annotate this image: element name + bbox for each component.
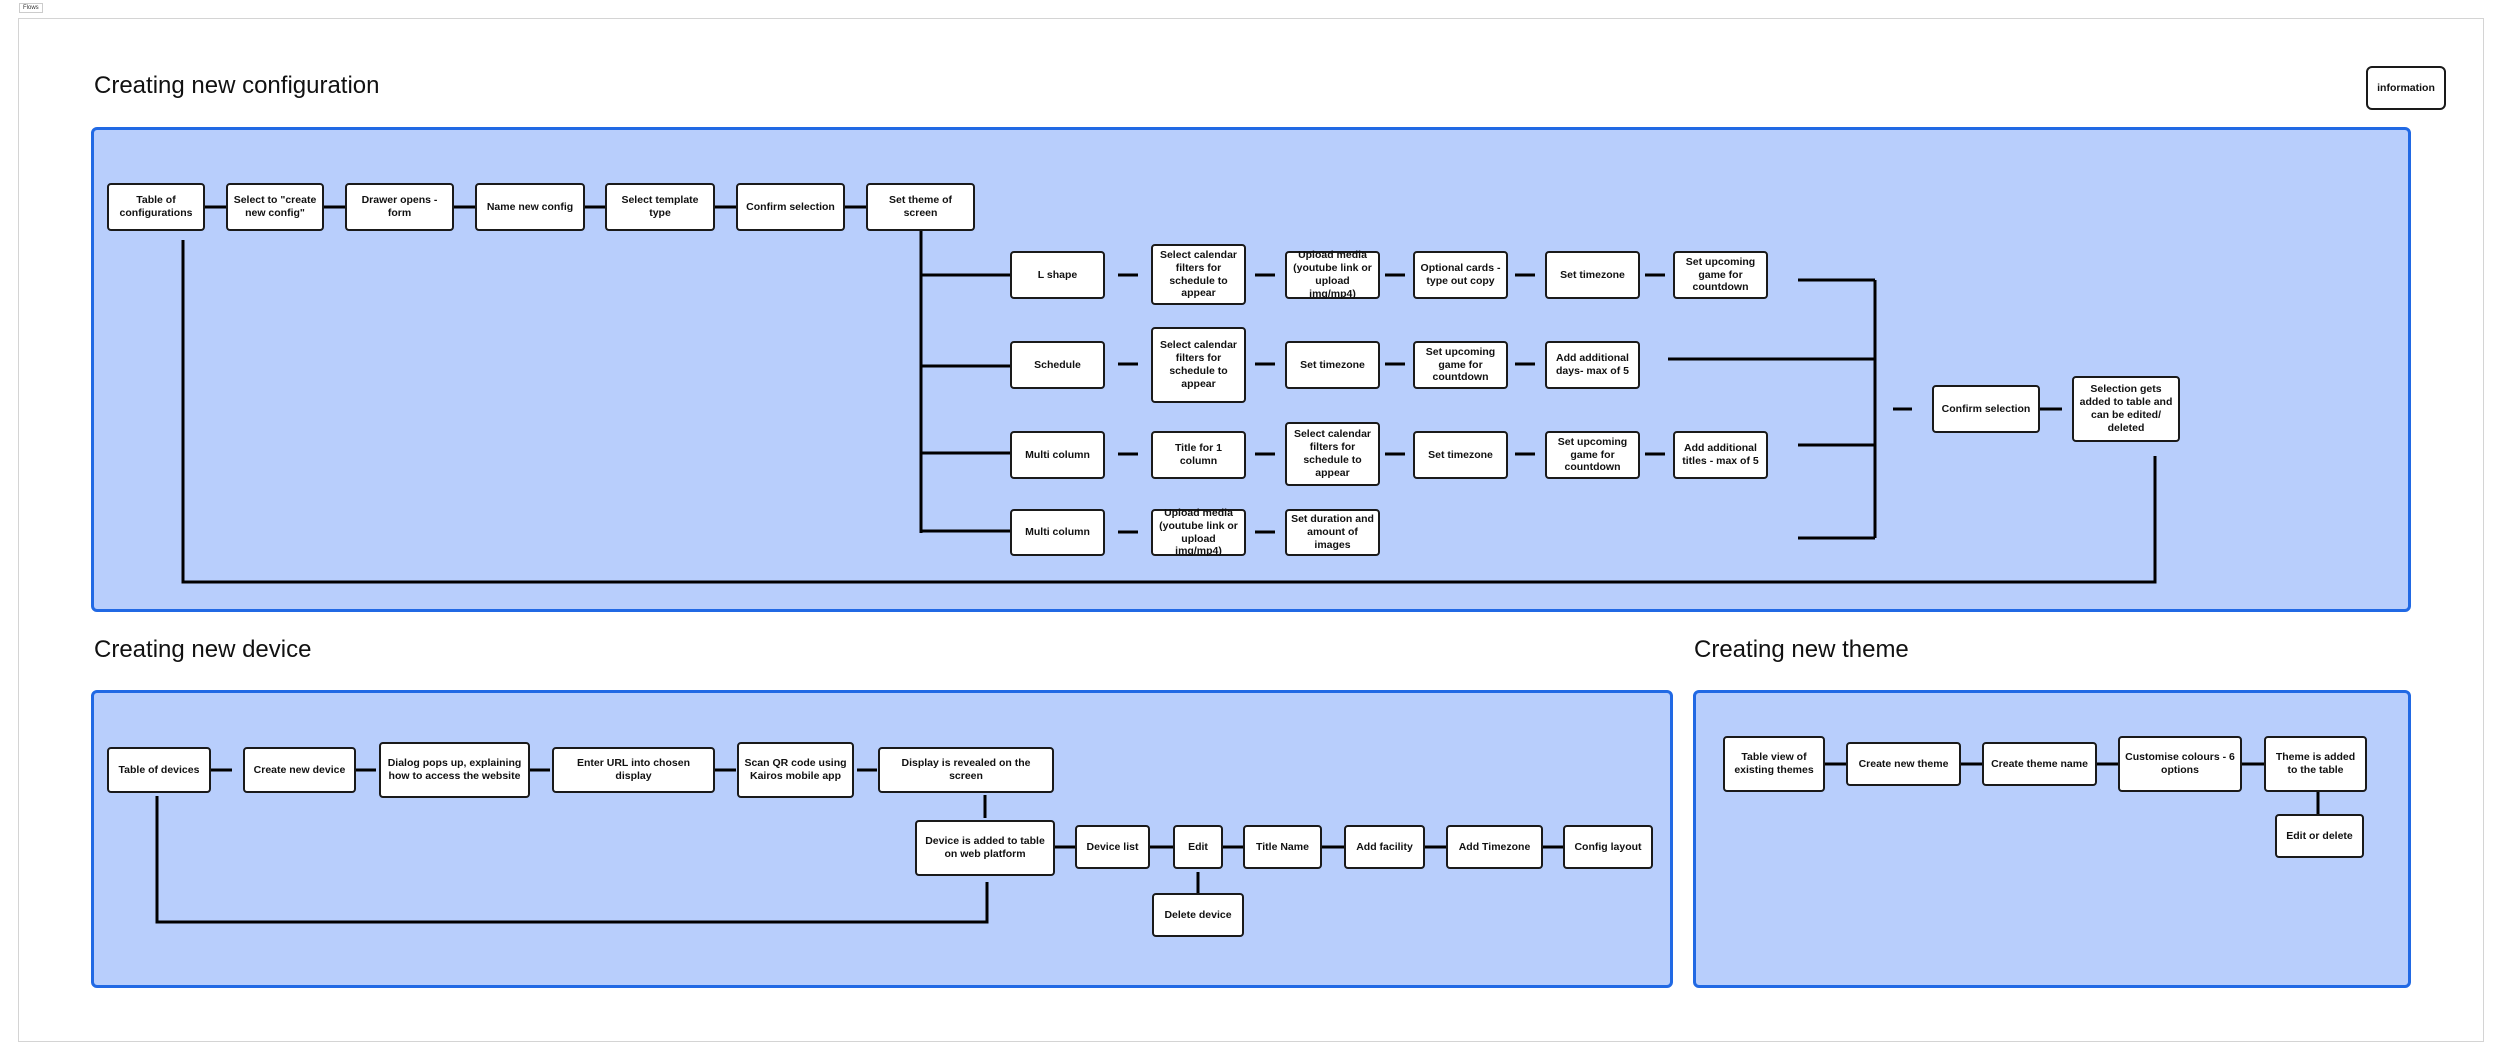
device-step-enter-url[interactable]: Enter URL into chosen display xyxy=(552,747,715,793)
l-shape-calendar-filters[interactable]: Select calendar filters for schedule to … xyxy=(1151,244,1246,305)
device-step-dialog[interactable]: Dialog pops up, explaining how to access… xyxy=(379,742,530,798)
schedule-additional-days[interactable]: Add additional days- max of 5 xyxy=(1545,341,1640,389)
frame-label: Flows xyxy=(19,3,43,13)
config-section-title: Creating new configuration xyxy=(94,72,380,99)
multi-column-calendar-filters[interactable]: Select calendar filters for schedule to … xyxy=(1285,422,1380,486)
theme-edit-or-delete[interactable]: Edit or delete xyxy=(2275,814,2364,858)
device-step-scan-qr[interactable]: Scan QR code using Kairos mobile app xyxy=(737,742,854,798)
schedule-upcoming-game[interactable]: Set upcoming game for countdown xyxy=(1413,341,1508,389)
config-step-set-theme-of-screen[interactable]: Set theme of screen xyxy=(866,183,975,231)
device-title-name-node[interactable]: Title Name xyxy=(1243,825,1322,869)
device-panel xyxy=(91,690,1673,988)
config-step-drawer-opens[interactable]: Drawer opens - form xyxy=(345,183,454,231)
multi-column-set-timezone[interactable]: Set timezone xyxy=(1413,431,1508,479)
l-shape-upload-media[interactable]: Upload media (youtube link or upload img… xyxy=(1285,249,1380,300)
schedule-set-timezone[interactable]: Set timezone xyxy=(1285,341,1380,389)
multi-column-additional-titles[interactable]: Add additional titles - max of 5 xyxy=(1673,431,1768,479)
device-step-create-new-device[interactable]: Create new device xyxy=(243,747,356,793)
multi-column-upcoming-game[interactable]: Set upcoming game for countdown xyxy=(1545,431,1640,479)
information-button[interactable]: information xyxy=(2366,66,2446,110)
device-added-to-table[interactable]: Device is added to table on web platform xyxy=(915,820,1055,876)
l-shape-node[interactable]: L shape xyxy=(1010,251,1105,299)
device-step-table-of-devices[interactable]: Table of devices xyxy=(107,747,211,793)
device-config-layout-node[interactable]: Config layout xyxy=(1563,825,1653,869)
config-step-table-of-configurations[interactable]: Table of configurations xyxy=(107,183,205,231)
config-step-name-new-config[interactable]: Name new config xyxy=(475,183,585,231)
theme-step-create-new-theme[interactable]: Create new theme xyxy=(1846,742,1961,786)
l-shape-set-timezone[interactable]: Set timezone xyxy=(1545,251,1640,299)
device-edit-node[interactable]: Edit xyxy=(1173,825,1223,869)
device-add-timezone-node[interactable]: Add Timezone xyxy=(1446,825,1543,869)
multi-column-upload-media[interactable]: Upload media (youtube link or upload img… xyxy=(1151,507,1246,557)
theme-section-title: Creating new theme xyxy=(1694,636,1909,663)
theme-step-customise-colours[interactable]: Customise colours - 6 options xyxy=(2118,736,2242,792)
theme-step-create-theme-name[interactable]: Create theme name xyxy=(1982,742,2097,786)
device-list-node[interactable]: Device list xyxy=(1075,825,1150,869)
theme-step-table-view[interactable]: Table view of existing themes xyxy=(1723,736,1825,792)
config-step-select-template-type[interactable]: Select template type xyxy=(605,183,715,231)
config-step-confirm-selection[interactable]: Confirm selection xyxy=(736,183,845,231)
multi-column-media-node[interactable]: Multi column xyxy=(1010,509,1105,556)
multi-column-node[interactable]: Multi column xyxy=(1010,431,1105,479)
multi-column-duration[interactable]: Set duration and amount of images xyxy=(1285,509,1380,556)
device-step-display-revealed[interactable]: Display is revealed on the screen xyxy=(878,747,1054,793)
l-shape-optional-cards[interactable]: Optional cards - type out copy xyxy=(1413,251,1508,299)
theme-step-added-to-table[interactable]: Theme is added to the table xyxy=(2264,736,2367,792)
config-step-create-new-config[interactable]: Select to "create new config" xyxy=(226,183,324,231)
device-delete-node[interactable]: Delete device xyxy=(1152,893,1244,937)
device-add-facility-node[interactable]: Add facility xyxy=(1344,825,1425,869)
device-section-title: Creating new device xyxy=(94,636,312,663)
schedule-node[interactable]: Schedule xyxy=(1010,341,1105,389)
config-selection-added[interactable]: Selection gets added to table and can be… xyxy=(2072,376,2180,442)
l-shape-upcoming-game[interactable]: Set upcoming game for countdown xyxy=(1673,251,1768,299)
schedule-calendar-filters[interactable]: Select calendar filters for schedule to … xyxy=(1151,327,1246,403)
config-confirm-selection[interactable]: Confirm selection xyxy=(1932,385,2040,433)
multi-column-title[interactable]: Title for 1 column xyxy=(1151,431,1246,479)
